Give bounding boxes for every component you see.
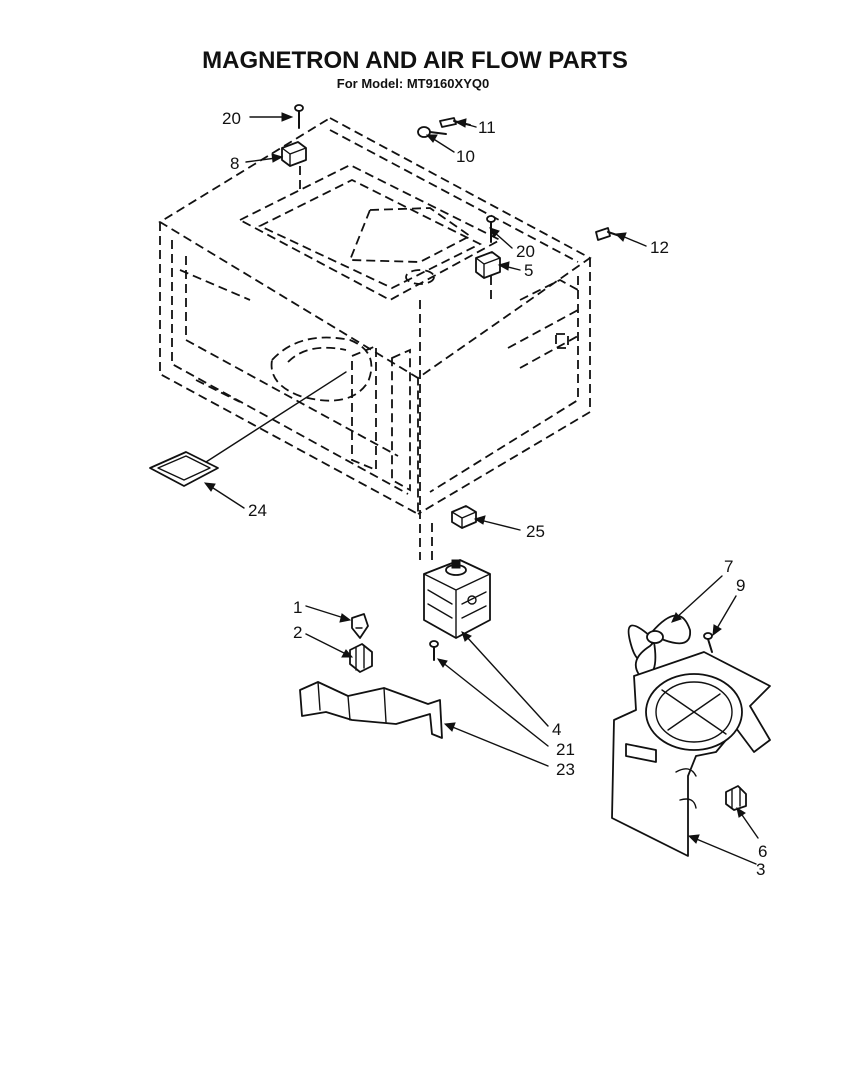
- callout-3: 3: [756, 860, 765, 879]
- thermal-cutout-1: [351, 613, 369, 639]
- magnetron-4: [423, 520, 491, 639]
- callout-24: 24: [248, 501, 267, 520]
- callout-1: 1: [293, 598, 302, 617]
- callout-9: 9: [736, 576, 745, 595]
- bracket-8: [281, 141, 307, 190]
- callout-21: 21: [556, 740, 575, 759]
- gasket-24: [149, 371, 347, 487]
- oven-cavity-frame: [158, 116, 592, 560]
- model-subtitle: For Model: MT9160XYQ0: [337, 76, 489, 91]
- screw-9: [703, 632, 713, 653]
- callout-8: 8: [230, 154, 239, 173]
- fan-duct-3: [611, 651, 771, 857]
- callout-10: 10: [456, 147, 475, 166]
- screw-20-mid: [486, 215, 496, 300]
- callout-23: 23: [556, 760, 575, 779]
- bracket-5: [475, 251, 501, 279]
- callout-4: 4: [552, 720, 561, 739]
- diagram-title: MAGNETRON AND AIR FLOW PARTS: [202, 47, 628, 74]
- callout-numbers: 20 8 11 10 20 5 12 24 25 7 9 1 2 4 21 23…: [222, 109, 767, 879]
- callout-25: 25: [526, 522, 545, 541]
- callout-5: 5: [524, 261, 533, 280]
- callout-7: 7: [724, 557, 733, 576]
- callout-11: 11: [478, 118, 496, 137]
- screw-20-top: [294, 104, 304, 129]
- callout-2: 2: [293, 623, 302, 642]
- block-25: [451, 505, 477, 529]
- callout-6: 6: [758, 842, 767, 861]
- bracket-2: [349, 643, 373, 673]
- callout-20-mid: 20: [516, 242, 535, 261]
- callout-20-top: 20: [222, 109, 241, 128]
- air-guide-23: [299, 681, 443, 739]
- screw-21: [429, 640, 439, 661]
- callout-12: 12: [650, 238, 669, 257]
- thermal-part-6: [725, 785, 747, 811]
- leader-lines: [203, 112, 759, 865]
